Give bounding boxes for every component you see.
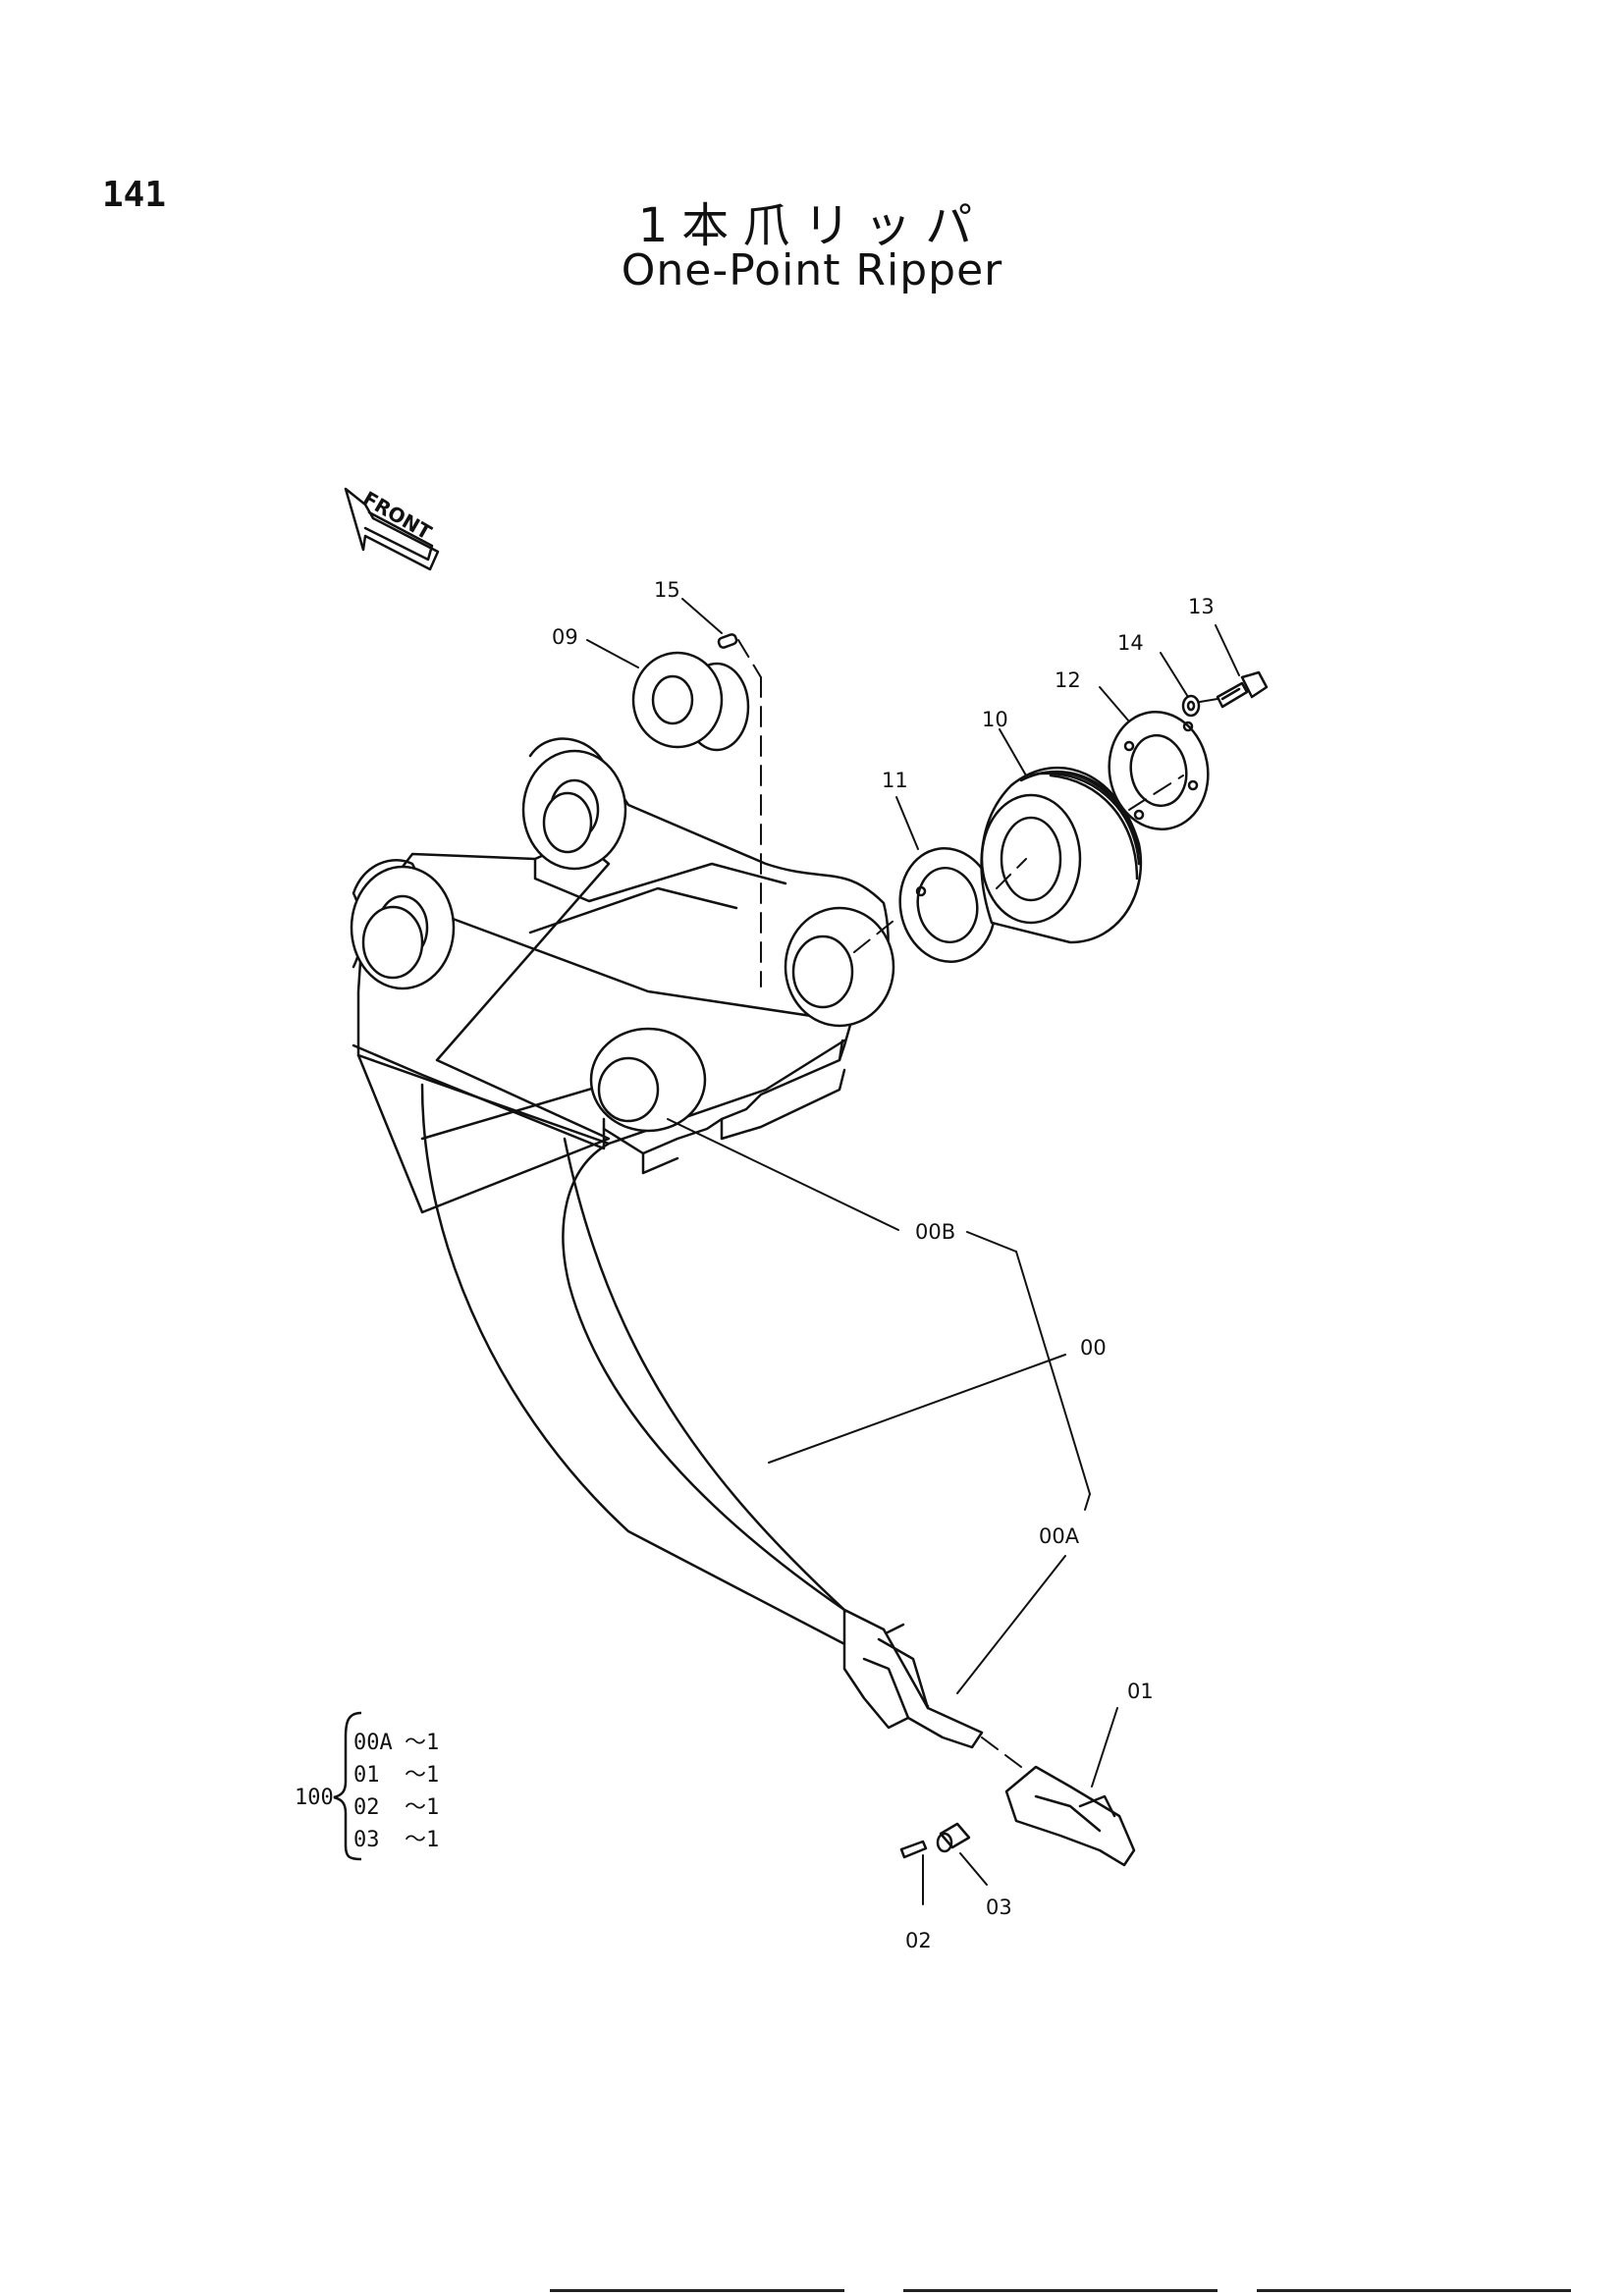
kit-item-code: 01 [353, 1763, 380, 1788]
pin-boss-right-top [521, 749, 627, 871]
bolt-13 [1216, 670, 1269, 709]
washer-14 [1181, 694, 1201, 718]
callout-00: 00 [1080, 1336, 1107, 1360]
callout-01: 01 [1127, 1680, 1154, 1703]
assembly-guides [737, 639, 1218, 1768]
callout-00B: 00B [915, 1220, 955, 1244]
callout-14: 14 [1117, 631, 1144, 655]
pin-boss-right-bottom [784, 906, 895, 1028]
kit-item-qty: ～1 [405, 1795, 439, 1820]
tip-adapter [842, 1608, 984, 1749]
kit-bracket: 100 00A ～1 01 ～1 02 ～1 03 ～1 [295, 1711, 439, 1861]
footer-rule [1257, 2289, 1571, 2292]
ripper-shank [352, 737, 930, 1708]
callout-00A: 00A [1039, 1524, 1080, 1548]
pin-03 [936, 1822, 971, 1853]
pin-boss-left-top [350, 865, 456, 990]
ring-11 [898, 847, 997, 963]
kit-item-code: 03 [353, 1828, 380, 1852]
callout-13: 13 [1188, 595, 1215, 618]
cylinder-10 [980, 766, 1143, 944]
callout-03: 03 [986, 1896, 1012, 1919]
kit-item-qty: ～1 [405, 1763, 439, 1788]
front-arrow-icon [344, 487, 440, 571]
callout-11: 11 [882, 769, 908, 792]
kit-item-code: 00A [353, 1731, 393, 1755]
footer-rule [903, 2289, 1218, 2292]
pin-09 [631, 651, 750, 752]
callout-10: 10 [982, 708, 1008, 731]
kit-label: 100 [295, 1786, 334, 1810]
callout-12: 12 [1055, 668, 1081, 692]
kit-item-qty: ～1 [405, 1731, 439, 1755]
leader-lines [586, 598, 1240, 1905]
pin-15 [717, 633, 738, 649]
kit-item-qty: ～1 [405, 1828, 439, 1852]
pin-boss-left-bottom [589, 1027, 707, 1133]
page-title-japanese: 1本爪リッパ [637, 198, 987, 253]
kit-item-code: 02 [353, 1795, 380, 1820]
tooth-01 [1004, 1765, 1136, 1867]
callout-15: 15 [654, 578, 680, 602]
page-title-english: One-Point Ripper [621, 245, 1003, 295]
callout-02: 02 [905, 1929, 932, 1952]
footer-rule [550, 2289, 844, 2292]
callout-09: 09 [552, 625, 578, 649]
ring-12 [1108, 711, 1210, 830]
pin-02 [899, 1840, 928, 1859]
page-number: 141 [102, 175, 167, 215]
